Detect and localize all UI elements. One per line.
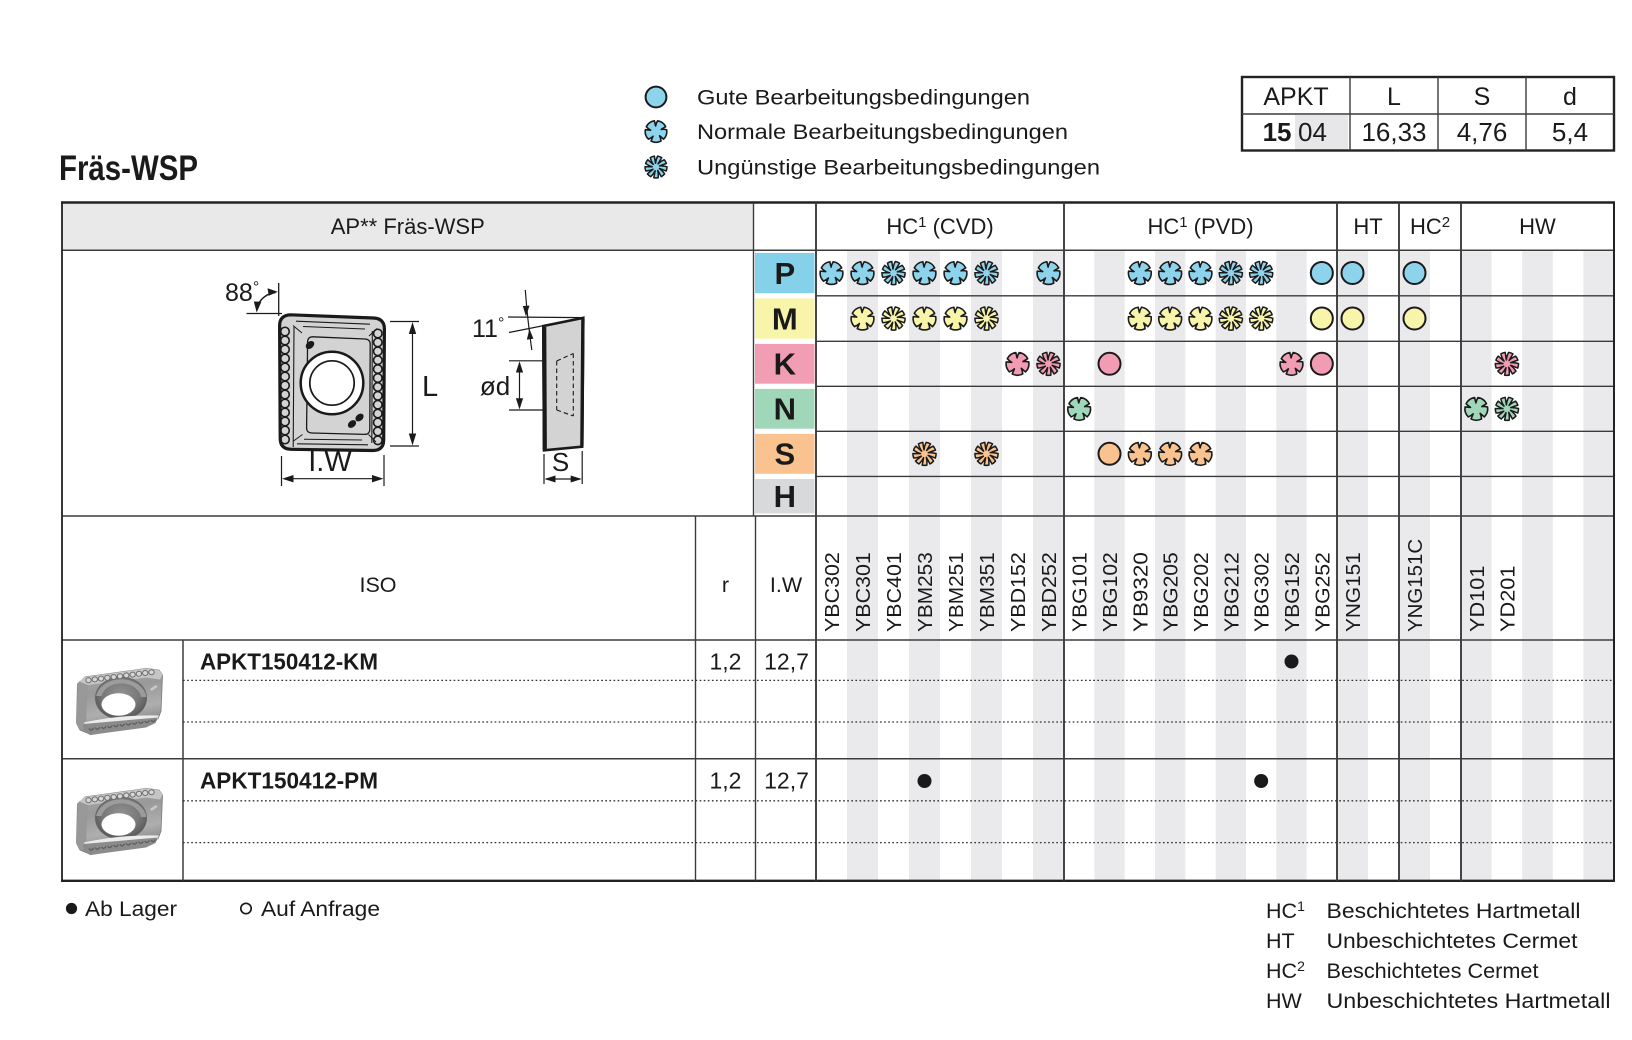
svg-text:I.W: I.W	[308, 446, 352, 478]
svg-text:YBC401: YBC401	[883, 552, 906, 632]
svg-text:Unbeschichtetes Hartmetall: Unbeschichtetes Hartmetall	[1327, 989, 1611, 1013]
svg-text:Beschichtetes Cermet: Beschichtetes Cermet	[1327, 959, 1539, 983]
svg-text:15: 15	[1263, 117, 1292, 147]
svg-text:YBG252: YBG252	[1311, 552, 1334, 632]
svg-text:P: P	[774, 256, 795, 291]
svg-text:YBD252: YBD252	[1038, 552, 1061, 632]
svg-text:YBM251: YBM251	[945, 552, 968, 632]
svg-text:1,2: 1,2	[710, 768, 742, 794]
svg-text:AP** Fräs-WSP: AP** Fräs-WSP	[331, 214, 485, 239]
svg-text:H: H	[774, 479, 796, 514]
svg-text:Unbeschichtetes Cermet: Unbeschichtetes Cermet	[1327, 929, 1578, 953]
svg-text:YBG205: YBG205	[1160, 552, 1183, 632]
svg-text:HT: HT	[1266, 929, 1295, 953]
svg-text:L: L	[1387, 83, 1401, 111]
svg-text:APKT150412-PM: APKT150412-PM	[200, 768, 378, 794]
svg-text:S: S	[552, 447, 569, 477]
svg-text:12,7: 12,7	[764, 768, 809, 794]
svg-text:HC1 (CVD): HC1 (CVD)	[886, 214, 993, 239]
svg-text:04: 04	[1298, 117, 1327, 147]
svg-text:ød: ød	[480, 371, 510, 401]
svg-text:Fräs-WSP: Fräs-WSP	[59, 149, 198, 188]
svg-text:d: d	[1563, 83, 1577, 111]
svg-text:S: S	[1474, 83, 1491, 111]
svg-text:APKT: APKT	[1263, 83, 1328, 111]
svg-text:YBC302: YBC302	[821, 552, 844, 632]
svg-text:YD101: YD101	[1466, 566, 1489, 633]
svg-text:12,7: 12,7	[764, 649, 809, 675]
svg-text:HW: HW	[1519, 214, 1556, 239]
svg-text:K: K	[774, 347, 797, 382]
svg-text:YBM253: YBM253	[914, 552, 937, 632]
svg-text:YD201: YD201	[1496, 566, 1519, 633]
svg-text:Auf Anfrage: Auf Anfrage	[261, 898, 380, 921]
svg-text:YBG202: YBG202	[1190, 552, 1213, 632]
svg-text:I.W: I.W	[770, 573, 803, 597]
svg-text:APKT150412-KM: APKT150412-KM	[200, 649, 378, 675]
svg-text:L: L	[422, 371, 438, 403]
svg-text:YBG152: YBG152	[1281, 552, 1304, 632]
svg-text:YBG212: YBG212	[1220, 552, 1243, 632]
svg-text:HT: HT	[1353, 214, 1382, 239]
svg-text:Normale Bearbeitungsbedingunge: Normale Bearbeitungsbedingungen	[697, 121, 1068, 144]
svg-text:HC1 (PVD): HC1 (PVD)	[1147, 214, 1253, 239]
svg-text:YBG102: YBG102	[1099, 552, 1122, 632]
svg-text:YBG302: YBG302	[1251, 552, 1274, 632]
svg-text:S: S	[774, 437, 795, 472]
svg-text:Ab Lager: Ab Lager	[85, 898, 177, 921]
svg-text:YB9320: YB9320	[1129, 552, 1152, 632]
svg-text:Beschichtetes Hartmetall: Beschichtetes Hartmetall	[1327, 899, 1581, 923]
svg-text:N: N	[774, 392, 796, 427]
svg-text:5,4: 5,4	[1552, 117, 1588, 147]
svg-text:1,2: 1,2	[710, 649, 742, 675]
svg-text:YBC301: YBC301	[852, 552, 875, 632]
svg-text:Gute Bearbeitungsbedingungen: Gute Bearbeitungsbedingungen	[697, 87, 1030, 110]
svg-text:16,33: 16,33	[1361, 117, 1426, 147]
svg-text:YBM351: YBM351	[976, 552, 999, 632]
svg-text:M: M	[772, 301, 798, 336]
svg-text:ISO: ISO	[359, 573, 396, 597]
svg-text:YNG151: YNG151	[1342, 552, 1365, 632]
svg-text:HW: HW	[1266, 989, 1303, 1013]
svg-text:Ungünstige Bearbeitungsbedingu: Ungünstige Bearbeitungsbedingungen	[697, 157, 1100, 180]
svg-text:r: r	[722, 573, 729, 597]
svg-text:4,76: 4,76	[1457, 117, 1508, 147]
svg-text:YNG151C: YNG151C	[1404, 539, 1427, 632]
svg-text:88°: 88°	[225, 279, 259, 307]
svg-text:11°: 11°	[472, 315, 504, 343]
svg-text:YBD152: YBD152	[1007, 552, 1030, 632]
svg-text:YBG101: YBG101	[1069, 552, 1092, 632]
